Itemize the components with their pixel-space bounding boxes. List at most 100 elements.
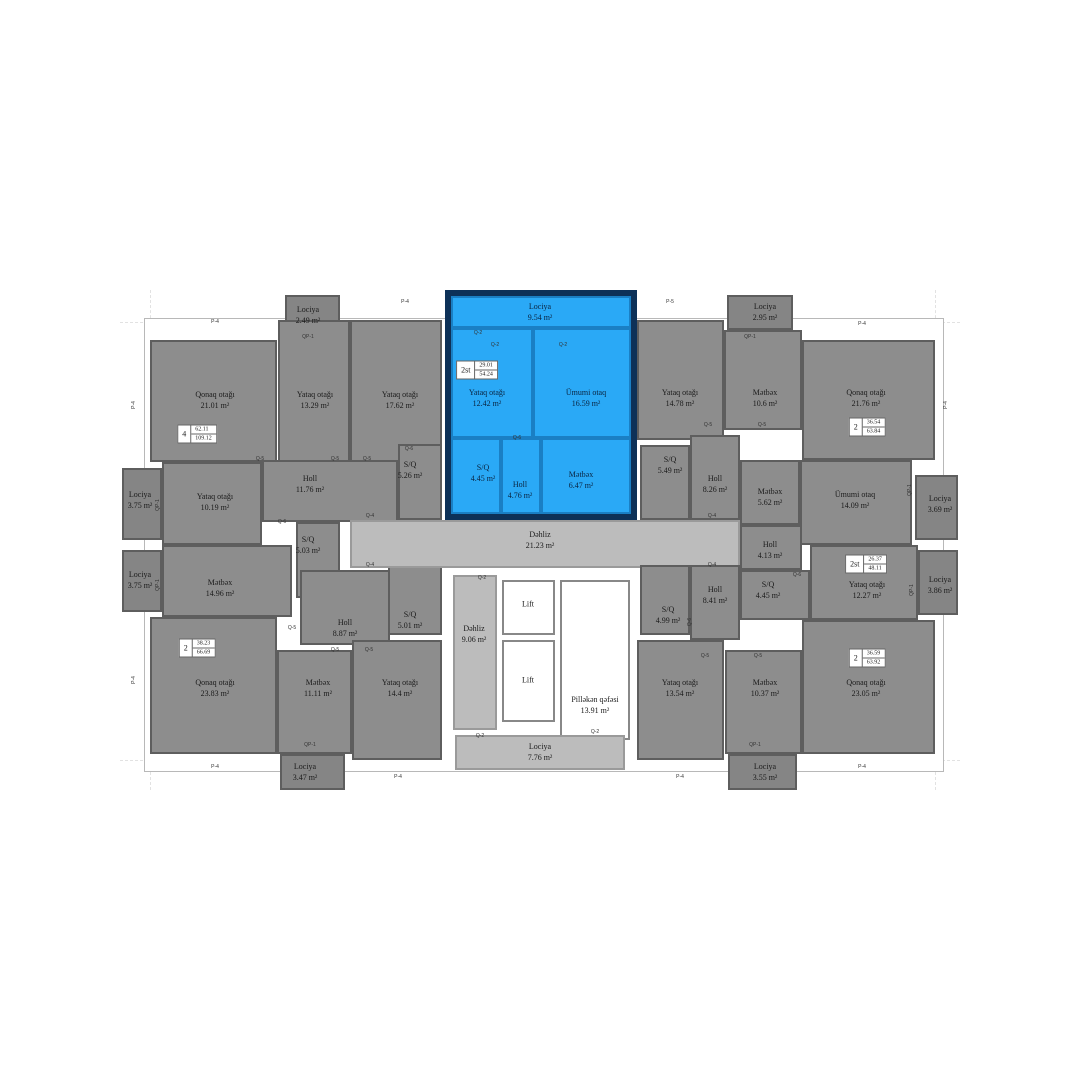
element-tag: QP-1 bbox=[744, 334, 756, 340]
room-area: 3.75 m² bbox=[127, 581, 153, 590]
room-name: Yataq otağı bbox=[196, 492, 234, 501]
room[interactable] bbox=[802, 340, 935, 460]
room[interactable] bbox=[350, 320, 442, 462]
room[interactable] bbox=[280, 754, 345, 790]
room-name: Yataq otağı bbox=[661, 678, 699, 687]
room[interactable] bbox=[398, 444, 442, 520]
element-tag: P-4 bbox=[131, 401, 137, 409]
room[interactable] bbox=[453, 575, 497, 730]
selected-apartment-frame[interactable] bbox=[445, 290, 637, 520]
room-area: 5.49 m² bbox=[657, 466, 683, 475]
room[interactable] bbox=[728, 754, 797, 790]
room[interactable] bbox=[352, 640, 442, 760]
room[interactable] bbox=[725, 650, 802, 754]
room[interactable] bbox=[502, 580, 555, 635]
room-area: 4.45 m² bbox=[470, 474, 496, 483]
room[interactable] bbox=[451, 328, 533, 438]
room-name: Holl bbox=[337, 618, 353, 627]
room[interactable] bbox=[690, 565, 740, 640]
room-area: 9.54 m² bbox=[527, 313, 553, 322]
element-tag: P-4 bbox=[858, 764, 866, 770]
room-name: S/Q bbox=[403, 460, 417, 469]
room-name: Holl bbox=[707, 585, 723, 594]
room[interactable] bbox=[451, 296, 631, 328]
room-name: Lift bbox=[522, 599, 534, 609]
room-name: Qonaq otağı bbox=[195, 678, 235, 687]
room[interactable] bbox=[262, 460, 398, 522]
room[interactable] bbox=[451, 438, 501, 514]
room[interactable] bbox=[637, 320, 724, 440]
room-name: Dəhliz bbox=[463, 624, 485, 633]
room-area: 13.91 m² bbox=[580, 706, 610, 715]
element-tag: Q-2 bbox=[475, 733, 485, 739]
badge-total-area: 54.24 bbox=[479, 371, 493, 378]
room[interactable] bbox=[162, 462, 262, 545]
room-name: Yataq otağı bbox=[296, 390, 334, 399]
room[interactable] bbox=[640, 445, 690, 520]
room[interactable] bbox=[541, 438, 631, 514]
room[interactable] bbox=[455, 735, 625, 770]
room-name: S/Q bbox=[403, 610, 417, 619]
room[interactable] bbox=[915, 475, 958, 540]
room[interactable] bbox=[727, 295, 793, 330]
room[interactable] bbox=[802, 620, 935, 754]
room[interactable] bbox=[800, 460, 912, 545]
room[interactable] bbox=[350, 520, 740, 568]
room-area: 23.83 m² bbox=[200, 689, 230, 698]
badge-rooms: 2st bbox=[846, 555, 865, 573]
room-name: Yataq otağı bbox=[848, 580, 886, 589]
badge-total-area: 66.69 bbox=[196, 649, 211, 656]
room-label: Yataq otağı 13.54 m² bbox=[662, 677, 698, 699]
room[interactable] bbox=[501, 438, 541, 514]
room-area: 14.09 m² bbox=[840, 501, 870, 510]
room-name: Qonaq otağı bbox=[846, 678, 886, 687]
room[interactable] bbox=[560, 580, 630, 740]
room[interactable] bbox=[640, 565, 690, 635]
room[interactable] bbox=[502, 640, 555, 722]
element-tag: QP-1 bbox=[304, 742, 316, 748]
room[interactable] bbox=[690, 435, 740, 520]
room-area: 12.42 m² bbox=[472, 399, 502, 408]
room[interactable] bbox=[740, 460, 800, 525]
element-tag: Q-2 bbox=[490, 342, 500, 348]
room[interactable] bbox=[122, 550, 162, 612]
room[interactable] bbox=[724, 330, 802, 430]
room[interactable] bbox=[300, 570, 390, 645]
room-area: 3.69 m² bbox=[927, 505, 953, 514]
element-tag: QP-1 bbox=[155, 579, 161, 591]
room-name: Qonaq otağı bbox=[846, 388, 886, 397]
room[interactable] bbox=[277, 650, 352, 754]
room-name: Mətbəx bbox=[752, 678, 778, 687]
room-area: 13.54 m² bbox=[665, 689, 695, 698]
room[interactable] bbox=[637, 640, 724, 760]
room-name: Yataq otağı bbox=[381, 678, 419, 687]
badge-total-area: 63.84 bbox=[866, 428, 881, 435]
room-name: Mətbəx bbox=[752, 388, 778, 397]
room-area: 17.62 m² bbox=[385, 401, 415, 410]
room[interactable] bbox=[122, 468, 162, 540]
room[interactable] bbox=[740, 570, 810, 620]
room[interactable] bbox=[918, 550, 958, 615]
element-tag: Q-5 bbox=[330, 647, 340, 653]
room[interactable] bbox=[162, 545, 292, 617]
room[interactable] bbox=[740, 525, 802, 570]
element-tag: QP-1 bbox=[907, 484, 913, 496]
room-name: S/Q bbox=[301, 535, 315, 544]
room-name: Yataq otağı bbox=[468, 388, 506, 397]
room-name: Holl bbox=[302, 474, 318, 483]
room[interactable] bbox=[533, 328, 631, 438]
badge-living-area: 62.11 bbox=[191, 426, 216, 435]
